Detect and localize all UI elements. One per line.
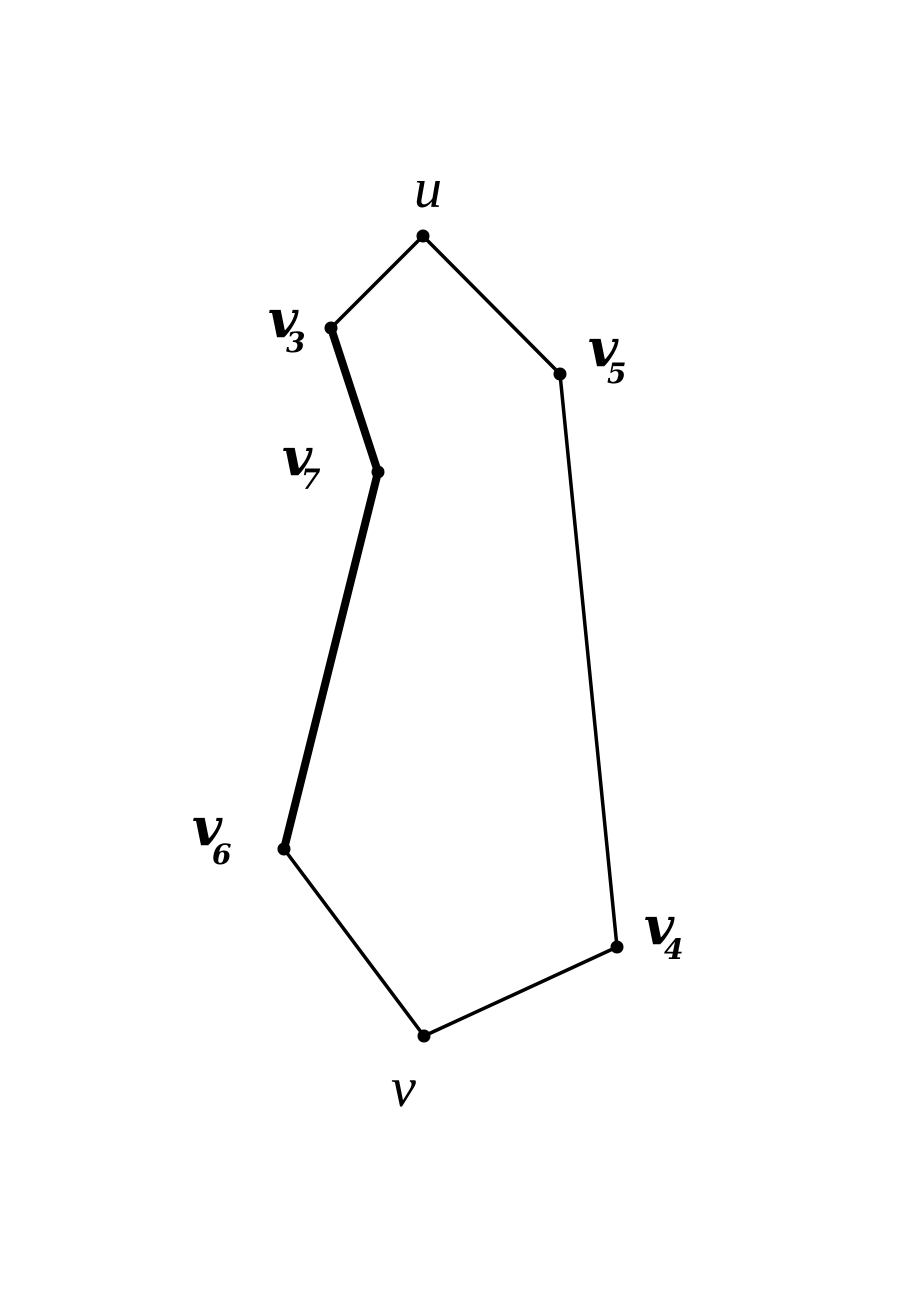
edge-u-v3	[329, 234, 425, 330]
vertex-label-v6: v	[192, 797, 223, 858]
vertex-label-v7: v	[282, 427, 313, 488]
vertex-subscript-v7: 7	[301, 463, 321, 496]
edge-v6-v	[282, 847, 426, 1038]
edge-u-v5	[421, 234, 562, 376]
vertex-label-u: u	[414, 158, 442, 220]
vertex-subscript-v6: 6	[212, 838, 231, 871]
vertex-v6	[277, 842, 291, 856]
vertex-v7	[371, 465, 385, 479]
vertex-subscript-v5: 5	[607, 357, 626, 390]
vertex-v5	[553, 367, 567, 381]
edge-v3-v7	[327, 324, 382, 476]
vertex-v3	[324, 321, 338, 335]
vertex-label-v3: v	[268, 289, 299, 350]
edges	[280, 234, 619, 1038]
vertex-subscript-v4: 4	[664, 933, 683, 966]
vertex-label-v5: v	[588, 318, 619, 379]
vertex-u	[416, 229, 430, 243]
vertex-subscript-v3: 3	[286, 326, 305, 359]
vertices	[277, 229, 624, 1043]
vertex-label-v: v	[391, 1057, 416, 1119]
edge-v4-v	[422, 945, 619, 1038]
vertex-v4	[610, 940, 624, 954]
edge-v7-v6	[280, 468, 382, 853]
edge-v5-v4	[558, 372, 619, 949]
vertex-label-v4: v	[644, 896, 675, 957]
vertex-v	[417, 1029, 431, 1043]
